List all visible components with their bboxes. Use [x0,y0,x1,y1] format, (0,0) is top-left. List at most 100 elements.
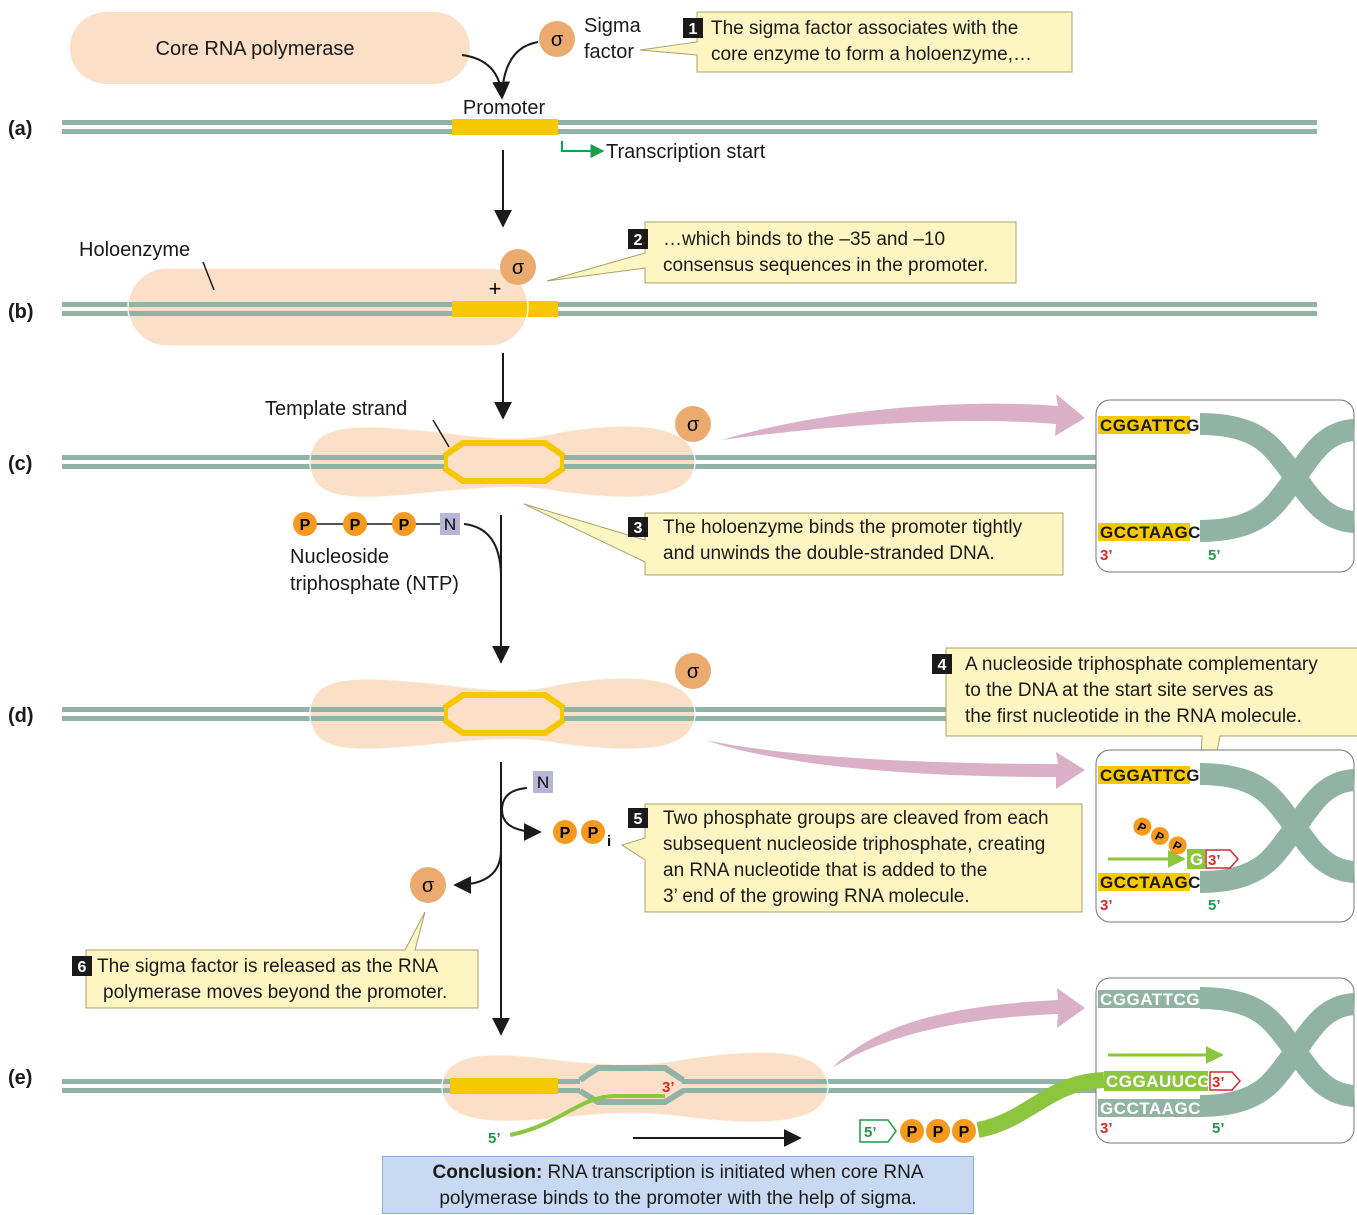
step-3-line-1: The holoenzyme binds the promoter tightl… [663,517,1023,538]
holoenzyme-d [310,677,695,750]
step-2-line-2: consensus sequences in the promoter. [663,255,988,276]
inset-c-top-seq: CGGATTCG [1100,416,1200,435]
svg-text:P: P [907,1124,918,1141]
phosphate-3 [392,512,416,536]
rna-5prime-e: 5’ [488,1130,501,1147]
holoenzyme-label: Holoenzyme [79,239,190,261]
svg-text:P: P [350,517,361,534]
dna-b [62,301,1317,317]
inset-d-rna-3prime: 3’ [1208,852,1221,869]
inset-d: CGGATTCG GCCTAAGC 3’ 5’ P P P G 3’ [1095,749,1356,923]
svg-text:P: P [933,1124,944,1141]
step-6-line-1: The sigma factor is released as the RNA [97,956,438,977]
transcription-start-arrow [561,141,605,158]
phosphate-2 [343,512,367,536]
svg-text:P: P [959,1124,970,1141]
template-strand-label: Template strand [265,398,407,420]
ntp: P P P N [293,512,460,536]
rna-tail-e [976,1072,1105,1138]
core-polymerase [70,12,470,84]
inset-d-5prime: 5’ [1208,897,1221,914]
step-4-line-2: to the DNA at the start site serves as [965,680,1273,701]
inset-c-5prime: 5’ [1208,547,1221,564]
dna-a [62,119,1317,135]
step-5-line-2: subsequent nucleoside triphosphate, crea… [663,834,1045,855]
panel-label-e: (e) [8,1067,32,1089]
callout-step-1: 1 The sigma factor associates with the c… [639,11,1073,73]
panel-label-a: (a) [8,118,32,140]
panel-label-b: (b) [8,301,34,323]
sigma-release-arrow [453,849,502,894]
inset-e-3prime: 3’ [1100,1120,1113,1137]
sigma-symbol: σ [551,29,564,51]
svg-text:N: N [537,773,549,792]
inset-e-rna-seq: CGGAUUCG [1106,1072,1211,1091]
conclusion-heading: Conclusion: [432,1162,543,1183]
sigma-factor-label-2: factor [584,41,634,63]
promoter-region-e [450,1078,558,1094]
zoom-arrow-e [832,988,1085,1068]
dna-c [62,440,1099,484]
tail-5prime: 5’ [864,1124,877,1141]
step-number-5: 5 [634,811,643,828]
step-5-line-1: Two phosphate groups are cleaved from ea… [663,808,1049,829]
core-polymerase-label: Core RNA polymerase [156,38,355,60]
step-2-line-1: …which binds to the –35 and –10 [663,229,945,250]
svg-text:N: N [444,515,456,534]
sigma-factor-d: σ [675,653,711,689]
inset-e-5prime: 5’ [1212,1120,1225,1137]
inset-d-bottom-seq: GCCTAAGC [1100,873,1201,892]
holoenzyme-c [310,425,695,498]
panel-label-c: (c) [8,453,32,475]
step-4-line-1: A nucleoside triphosphate complementary [965,654,1318,675]
step-1-line-1: The sigma factor associates with the [711,18,1018,39]
svg-text:σ: σ [687,414,700,436]
inset-d-first-nucleotide: G [1190,850,1204,869]
inset-c-3prime: 3’ [1100,547,1113,564]
sigma-factor-label-1: Sigma [584,15,642,37]
svg-text:σ: σ [687,661,700,683]
callout-step-5: 5 Two phosphate groups are cleaved from … [620,803,1083,913]
polymerase-e [442,1051,828,1123]
merge-arrow-left [461,54,511,100]
rna-5prime-triphosphate: 5’ P P P [859,1119,976,1143]
step-number-3: 3 [634,520,643,537]
promoter-region-a [452,119,558,135]
step-6-line-2: polymerase moves beyond the promoter. [103,982,447,1003]
zoom-arrow-c [722,394,1085,440]
step-number-2: 2 [634,232,643,249]
phosphate-1 [293,512,317,536]
ntp-label-1: Nucleoside [290,546,389,568]
released-nucleoside: N [533,771,553,793]
svg-text:σ: σ [422,875,435,897]
dna-e [62,1065,1102,1105]
step-number-4: 4 [938,657,947,674]
step-5-line-4: 3’ end of the growing RNA molecule. [663,886,970,907]
conclusion-box: Conclusion: RNA transcription is initiat… [382,1156,974,1214]
template-strand-leader [432,419,450,448]
sigma-factor-b: σ [500,249,536,285]
holoenzyme-leader [202,261,215,291]
callout-step-2: 2 …which binds to the –35 and –10 consen… [546,221,1017,284]
sigma-factor-c: σ [675,406,711,442]
callout-step-4: 4 A nucleoside triphosphate complementar… [932,647,1357,851]
step-5-line-3: an RNA nucleotide that is added to the [663,860,987,881]
plus-sign: + [489,276,502,301]
callout-step-3: 3 The holoenzyme binds the promoter tigh… [523,503,1064,576]
svg-text:P: P [399,517,410,534]
panel-label-d: (d) [8,705,34,727]
callout-step-6: 6 The sigma factor is released as the RN… [72,911,479,1009]
inset-e: CGGATTCG GCCTAAGC CGGAUUCG 3’ 3’ 5’ [1095,977,1356,1144]
inset-c-bottom-seq: GCCTAAGC [1100,523,1201,542]
pyrophosphate: P P i [553,820,611,850]
svg-text:P: P [300,517,311,534]
svg-text:σ: σ [512,257,525,279]
step-1-line-2: core enzyme to form a holoenzyme,… [711,44,1032,65]
rna-transcript-e [509,1094,665,1137]
sigma-factor-a: σ [539,21,575,57]
inset-e-top-seq: CGGATTCG [1100,990,1200,1009]
inset-c: CGGATTCG GCCTAAGC 3’ 5’ [1095,399,1356,573]
ntp-joining-arrow [463,523,502,576]
transcription-start-label: Transcription start [606,141,766,163]
